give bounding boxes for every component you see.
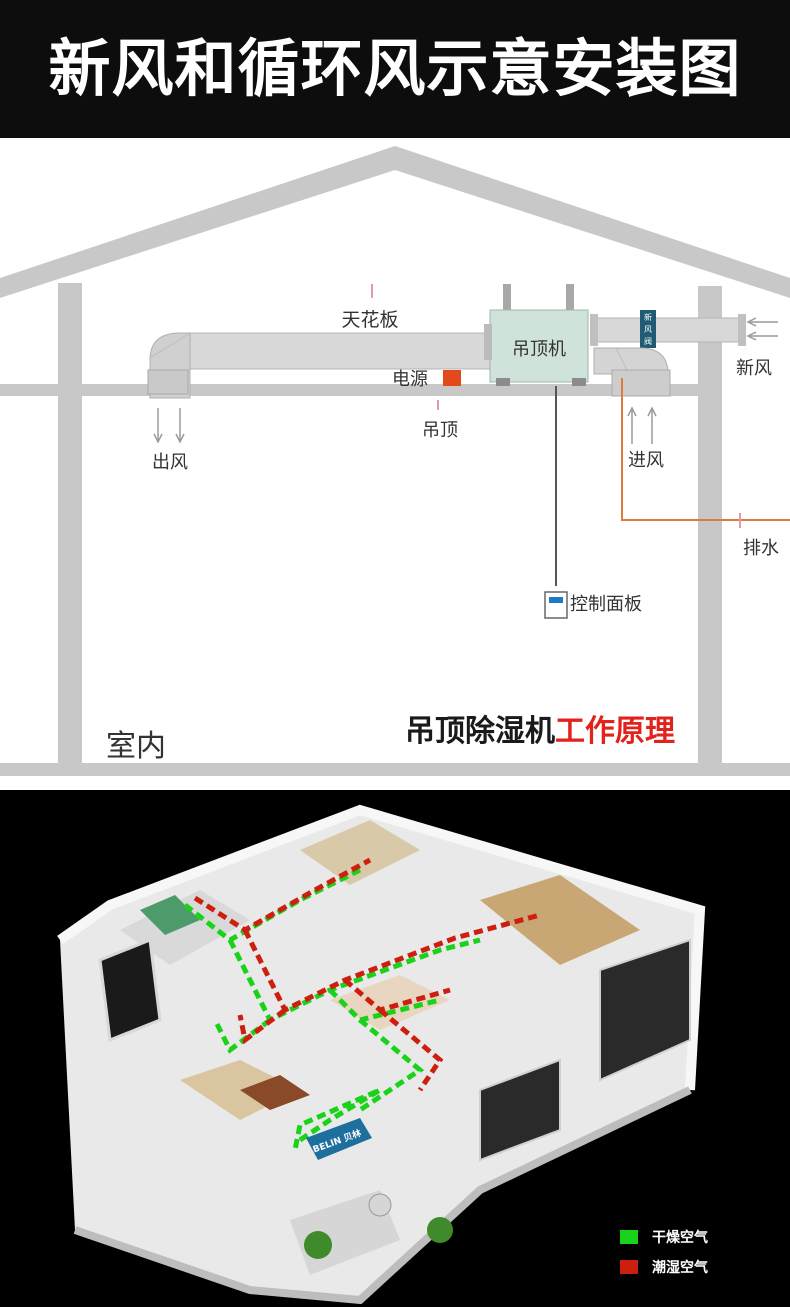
caption-dehumidifier: 吊顶除湿机工作原理 [405, 714, 675, 749]
install-diagram: 天花板 吊顶机 新 风 阀 电源 吊顶 出风 进风 新风 排水 控制面板 室内 … [0, 146, 790, 776]
power-box [443, 370, 461, 386]
door [98, 937, 162, 1043]
room-bath [120, 890, 250, 965]
ceiling-board [0, 384, 705, 396]
room-kitchen [300, 820, 420, 885]
dry-air-flow [183, 867, 481, 1151]
floor [0, 763, 790, 776]
control-panel-label: 控制面板 [570, 594, 642, 615]
page-title: 新风和循环风示意安装图 [48, 32, 742, 105]
room-bedroom [480, 875, 640, 965]
header-banner: 新风和循环风示意安装图 [0, 0, 790, 138]
valve-label-3: 阀 [644, 337, 652, 346]
ceiling-unit [484, 284, 589, 386]
power-label: 电源 [392, 369, 428, 390]
indoor-label: 室内 [106, 729, 166, 764]
intake-label: 进风 [628, 450, 664, 471]
valve-label-1: 新 [644, 312, 652, 322]
drain-label: 排水 [743, 538, 779, 559]
valve-label-2: 风 [644, 325, 652, 334]
apartment-scene: BELIN 贝林 干燥空气 潮湿空气 [0, 790, 790, 1307]
legend-label-humid: 潮湿空气 [652, 1259, 708, 1276]
suspended-ceiling-label: 吊顶 [422, 420, 458, 441]
left-wall [58, 283, 82, 773]
legend: 干燥空气 潮湿空气 [620, 1229, 708, 1276]
roof [0, 146, 790, 298]
room-study [330, 975, 450, 1030]
unit-label: 吊顶机 [512, 339, 566, 360]
legend-label-dry: 干燥空气 [652, 1229, 708, 1246]
intake-duct [593, 347, 671, 397]
humid-air-flow [193, 857, 541, 1092]
fresh-air-arrows [746, 317, 778, 341]
outlet-duct [147, 332, 491, 399]
fresh-air-valve [640, 310, 656, 348]
window-wall [599, 938, 691, 1082]
drain-pipe [621, 378, 790, 521]
intake-arrows [627, 406, 657, 444]
legend-swatch-humid [620, 1260, 638, 1274]
outlet-arrows [153, 408, 185, 444]
control-panel-icon [544, 591, 568, 619]
fresh-air-label: 新风 [736, 358, 772, 379]
belin-unit [306, 1118, 372, 1160]
section-divider [0, 776, 790, 790]
outlet-label: 出风 [152, 452, 188, 473]
ceiling-label: 天花板 [341, 309, 398, 331]
right-wall [698, 286, 722, 773]
legend-swatch-dry [620, 1230, 638, 1244]
fresh-air-duct [590, 310, 746, 348]
plant [304, 1231, 332, 1259]
